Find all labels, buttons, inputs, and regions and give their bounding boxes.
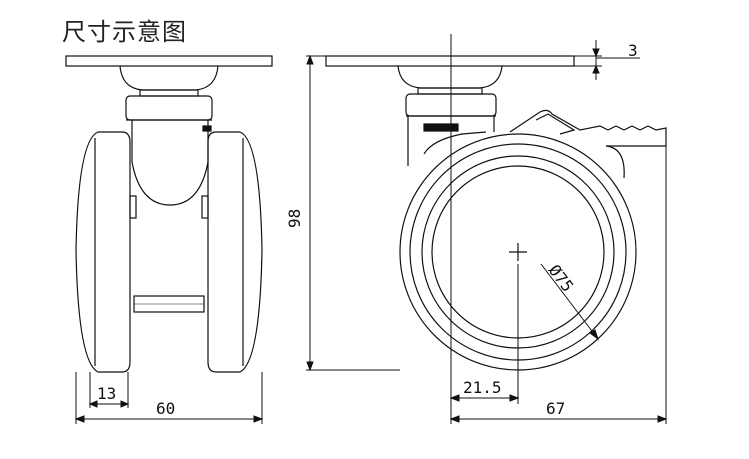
dim-total-height: 98 [285, 209, 304, 228]
dim-side-length: 67 [546, 399, 565, 418]
side-dimensions [306, 40, 668, 424]
front-swivel-bearing [119, 65, 219, 91]
front-right-wheel [207, 131, 263, 373]
front-neck [125, 95, 213, 121]
front-brand-mark [202, 125, 212, 132]
front-view [65, 55, 273, 373]
dim-front-width: 60 [156, 399, 175, 418]
diagram-title: 尺寸示意图 [62, 18, 187, 46]
dim-offset: 21.5 [463, 378, 502, 397]
dim-plate-thickness: 3 [628, 41, 638, 60]
side-view [325, 34, 667, 424]
front-dimensions [74, 372, 264, 424]
side-brand-mark [423, 123, 459, 132]
side-top-plate [325, 55, 575, 67]
dim-wheel-diameter: Ø75 [545, 261, 578, 296]
brake-lever [509, 109, 667, 179]
front-top-plate [65, 55, 273, 67]
diameter-leader [540, 263, 599, 340]
front-left-wheel [75, 131, 131, 373]
front-fork [131, 120, 209, 206]
dim-wheel-width: 13 [97, 384, 116, 403]
front-bearing-ring [139, 89, 199, 97]
side-swivel-bearing [397, 65, 503, 89]
side-fork [407, 116, 495, 166]
